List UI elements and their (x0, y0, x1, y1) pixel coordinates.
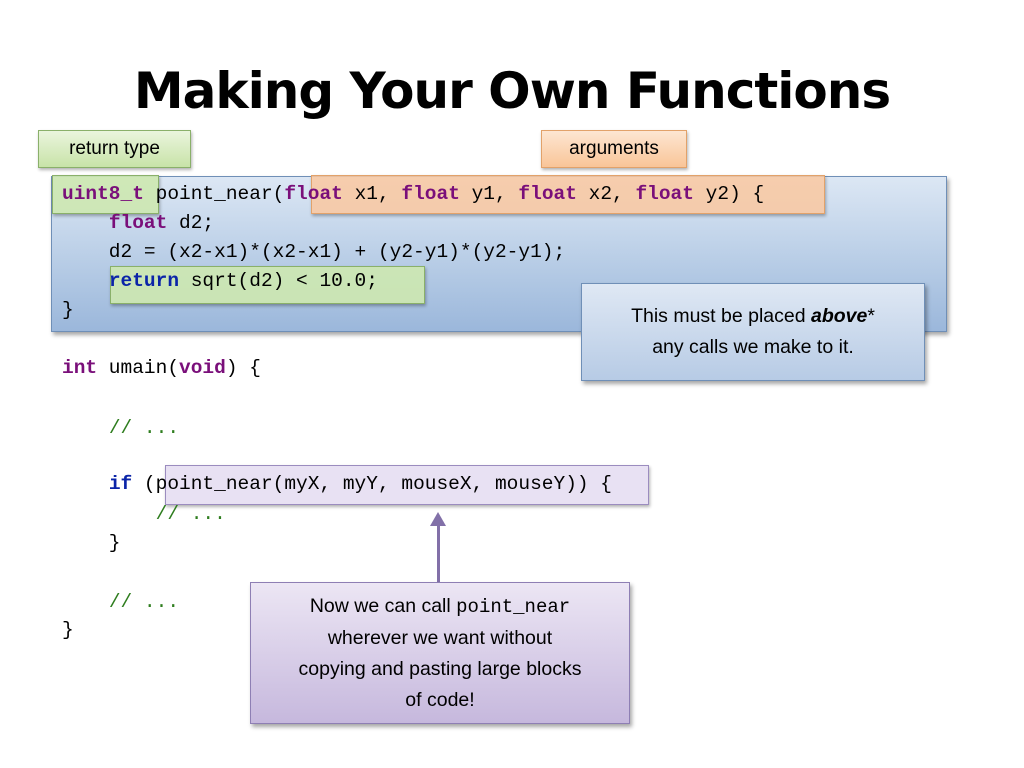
inline-code: point_near (456, 595, 571, 618)
above-emphasis: above (810, 305, 868, 327)
arrow-shaft (437, 522, 440, 582)
above-callout: This must be placed above* any calls we … (581, 283, 925, 381)
code-line-compute: d2 = (x2-x1)*(x2-x1) + (y2-y1)*(y2-y1); (62, 241, 566, 263)
code-line-declare: float d2; (108, 212, 215, 234)
code-line-signature: uint8_t point_near(float x1, float y1, f… (62, 183, 765, 205)
arrow-up-icon (430, 512, 446, 526)
function-call-highlight (165, 465, 649, 505)
arguments-label: arguments (541, 130, 687, 168)
code-line-close-umain: } (62, 619, 74, 641)
code-line-if: if (point_near(myX, myY, mouseX, mouseY)… (108, 473, 612, 495)
code-line-umain: int umain(void) { (62, 357, 261, 379)
code-line-comment-2: // ... (155, 503, 226, 525)
code-line-close-fn: } (62, 299, 74, 321)
code-line-close-if: } (62, 532, 121, 554)
slide-title: Making Your Own Functions (133, 62, 891, 120)
return-type-label: return type (38, 130, 191, 168)
return-statement-highlight (110, 266, 425, 304)
call-callout: Now we can call point_near wherever we w… (250, 582, 630, 724)
return-type-highlight (52, 175, 159, 214)
code-line-comment-1: // ... (108, 417, 180, 439)
arguments-highlight (311, 175, 825, 214)
function-name: point_near( (155, 183, 285, 205)
code-line-return: return sqrt(d2) < 10.0; (108, 270, 378, 292)
return-type-keyword: uint8_t (62, 183, 144, 205)
code-line-comment-3: // ... (108, 591, 180, 613)
